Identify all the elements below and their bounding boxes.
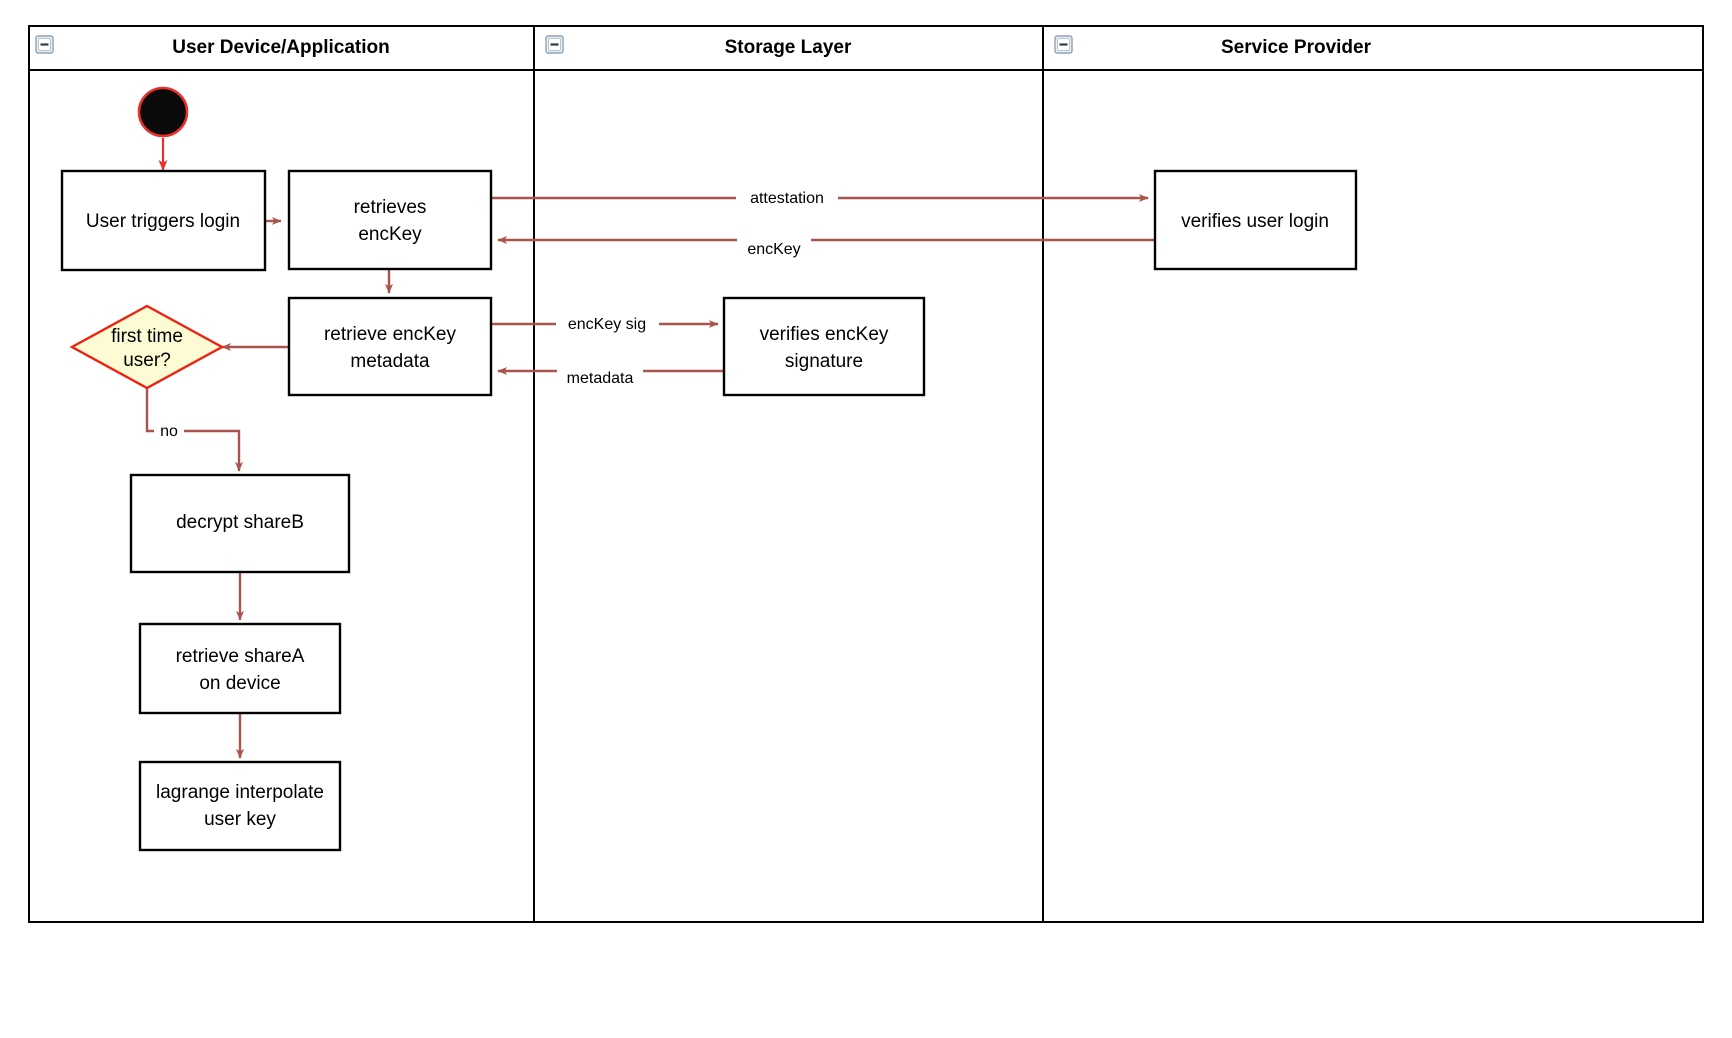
node-retrieves-enckey[interactable]: retrieves encKey xyxy=(287,169,493,271)
edge-label-enckey: encKey xyxy=(737,238,811,260)
node-retrieve-enckey-metadata[interactable]: retrieve encKey metadata xyxy=(287,296,493,397)
lane-header-user-device[interactable]: User Device/Application xyxy=(35,35,390,58)
node-label: User triggers login xyxy=(86,211,240,232)
lane-header-service-provider[interactable]: Service Provider xyxy=(1054,35,1372,58)
lane-header-storage-layer[interactable]: Storage Layer xyxy=(545,35,852,58)
node-verifies-enckey-signature[interactable]: verifies encKey signature xyxy=(722,296,926,397)
edge-label-attestation: attestation xyxy=(736,187,838,209)
node-label-line1: lagrange interpolate xyxy=(156,782,324,803)
edge-label-text: no xyxy=(160,423,178,440)
start-node[interactable] xyxy=(137,86,189,138)
node-retrieve-sharea-on-device[interactable]: retrieve shareA on device xyxy=(138,622,342,715)
edge-label-text: attestation xyxy=(750,190,824,207)
node-label-line1: retrieve encKey xyxy=(324,324,457,345)
node-label-line2: user key xyxy=(204,809,276,830)
edge-label-text: metadata xyxy=(567,370,634,387)
node-label-line2: on device xyxy=(199,673,280,694)
collapse-minus-icon[interactable] xyxy=(35,35,54,54)
node-label-line2: signature xyxy=(785,351,863,372)
node-label-line2: metadata xyxy=(350,351,430,372)
collapse-minus-icon[interactable] xyxy=(1054,35,1073,54)
edge-label-enckey-sig: encKey sig xyxy=(556,313,659,335)
lane-title-user-device: User Device/Application xyxy=(172,37,390,58)
node-decrypt-shareb[interactable]: decrypt shareB xyxy=(129,473,351,574)
node-label-line2: user? xyxy=(123,350,171,371)
node-label-line1: first time xyxy=(111,326,183,347)
edge-label-no: no xyxy=(154,421,184,443)
lane-title-service-provider: Service Provider xyxy=(1221,37,1372,58)
node-lagrange-interpolate-user-key[interactable]: lagrange interpolate user key xyxy=(138,760,342,852)
node-label-line1: verifies encKey xyxy=(760,324,889,345)
node-verifies-user-login[interactable]: verifies user login xyxy=(1153,169,1358,271)
edge-no-branch xyxy=(145,385,243,472)
node-label: decrypt shareB xyxy=(176,512,304,533)
node-user-triggers-login[interactable]: User triggers login xyxy=(60,169,267,272)
edge-label-text: encKey sig xyxy=(568,316,646,333)
node-label: verifies user login xyxy=(1181,211,1329,232)
node-label-line2: encKey xyxy=(358,224,422,245)
node-label-line1: retrieves xyxy=(354,197,427,218)
edge-label-text: encKey xyxy=(747,241,800,258)
collapse-minus-icon[interactable] xyxy=(545,35,564,54)
edge-label-metadata: metadata xyxy=(557,367,643,389)
node-label-line1: retrieve shareA xyxy=(176,646,305,667)
node-first-time-user-decision[interactable]: first time user? xyxy=(69,304,225,390)
lane-title-storage-layer: Storage Layer xyxy=(725,37,852,58)
